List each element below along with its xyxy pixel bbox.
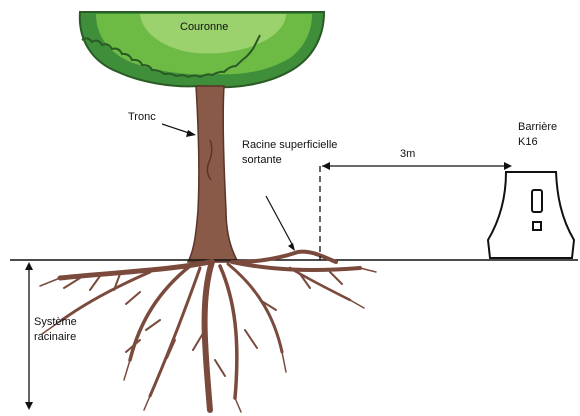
trunk-leader [162, 124, 196, 137]
distance-arrow [322, 162, 512, 170]
root-system [40, 262, 376, 412]
crown-label: Couronne [180, 21, 228, 33]
tree-trunk [188, 86, 238, 262]
distance-label: 3m [400, 148, 415, 160]
barrier-k16 [488, 172, 574, 258]
barrier-label-line1: Barrière [518, 121, 557, 133]
surface-root-label-line2: sortante [242, 154, 282, 166]
root-depth-arrow [25, 262, 33, 410]
root-system-label-line2: racinaire [34, 331, 76, 343]
trunk-label: Tronc [128, 111, 156, 123]
surface-root-label-line1: Racine superficielle [242, 139, 337, 151]
surface-root-leader [266, 196, 295, 251]
barrier-label-line2: K16 [518, 136, 538, 148]
root-system-label-line1: Système [34, 316, 77, 328]
